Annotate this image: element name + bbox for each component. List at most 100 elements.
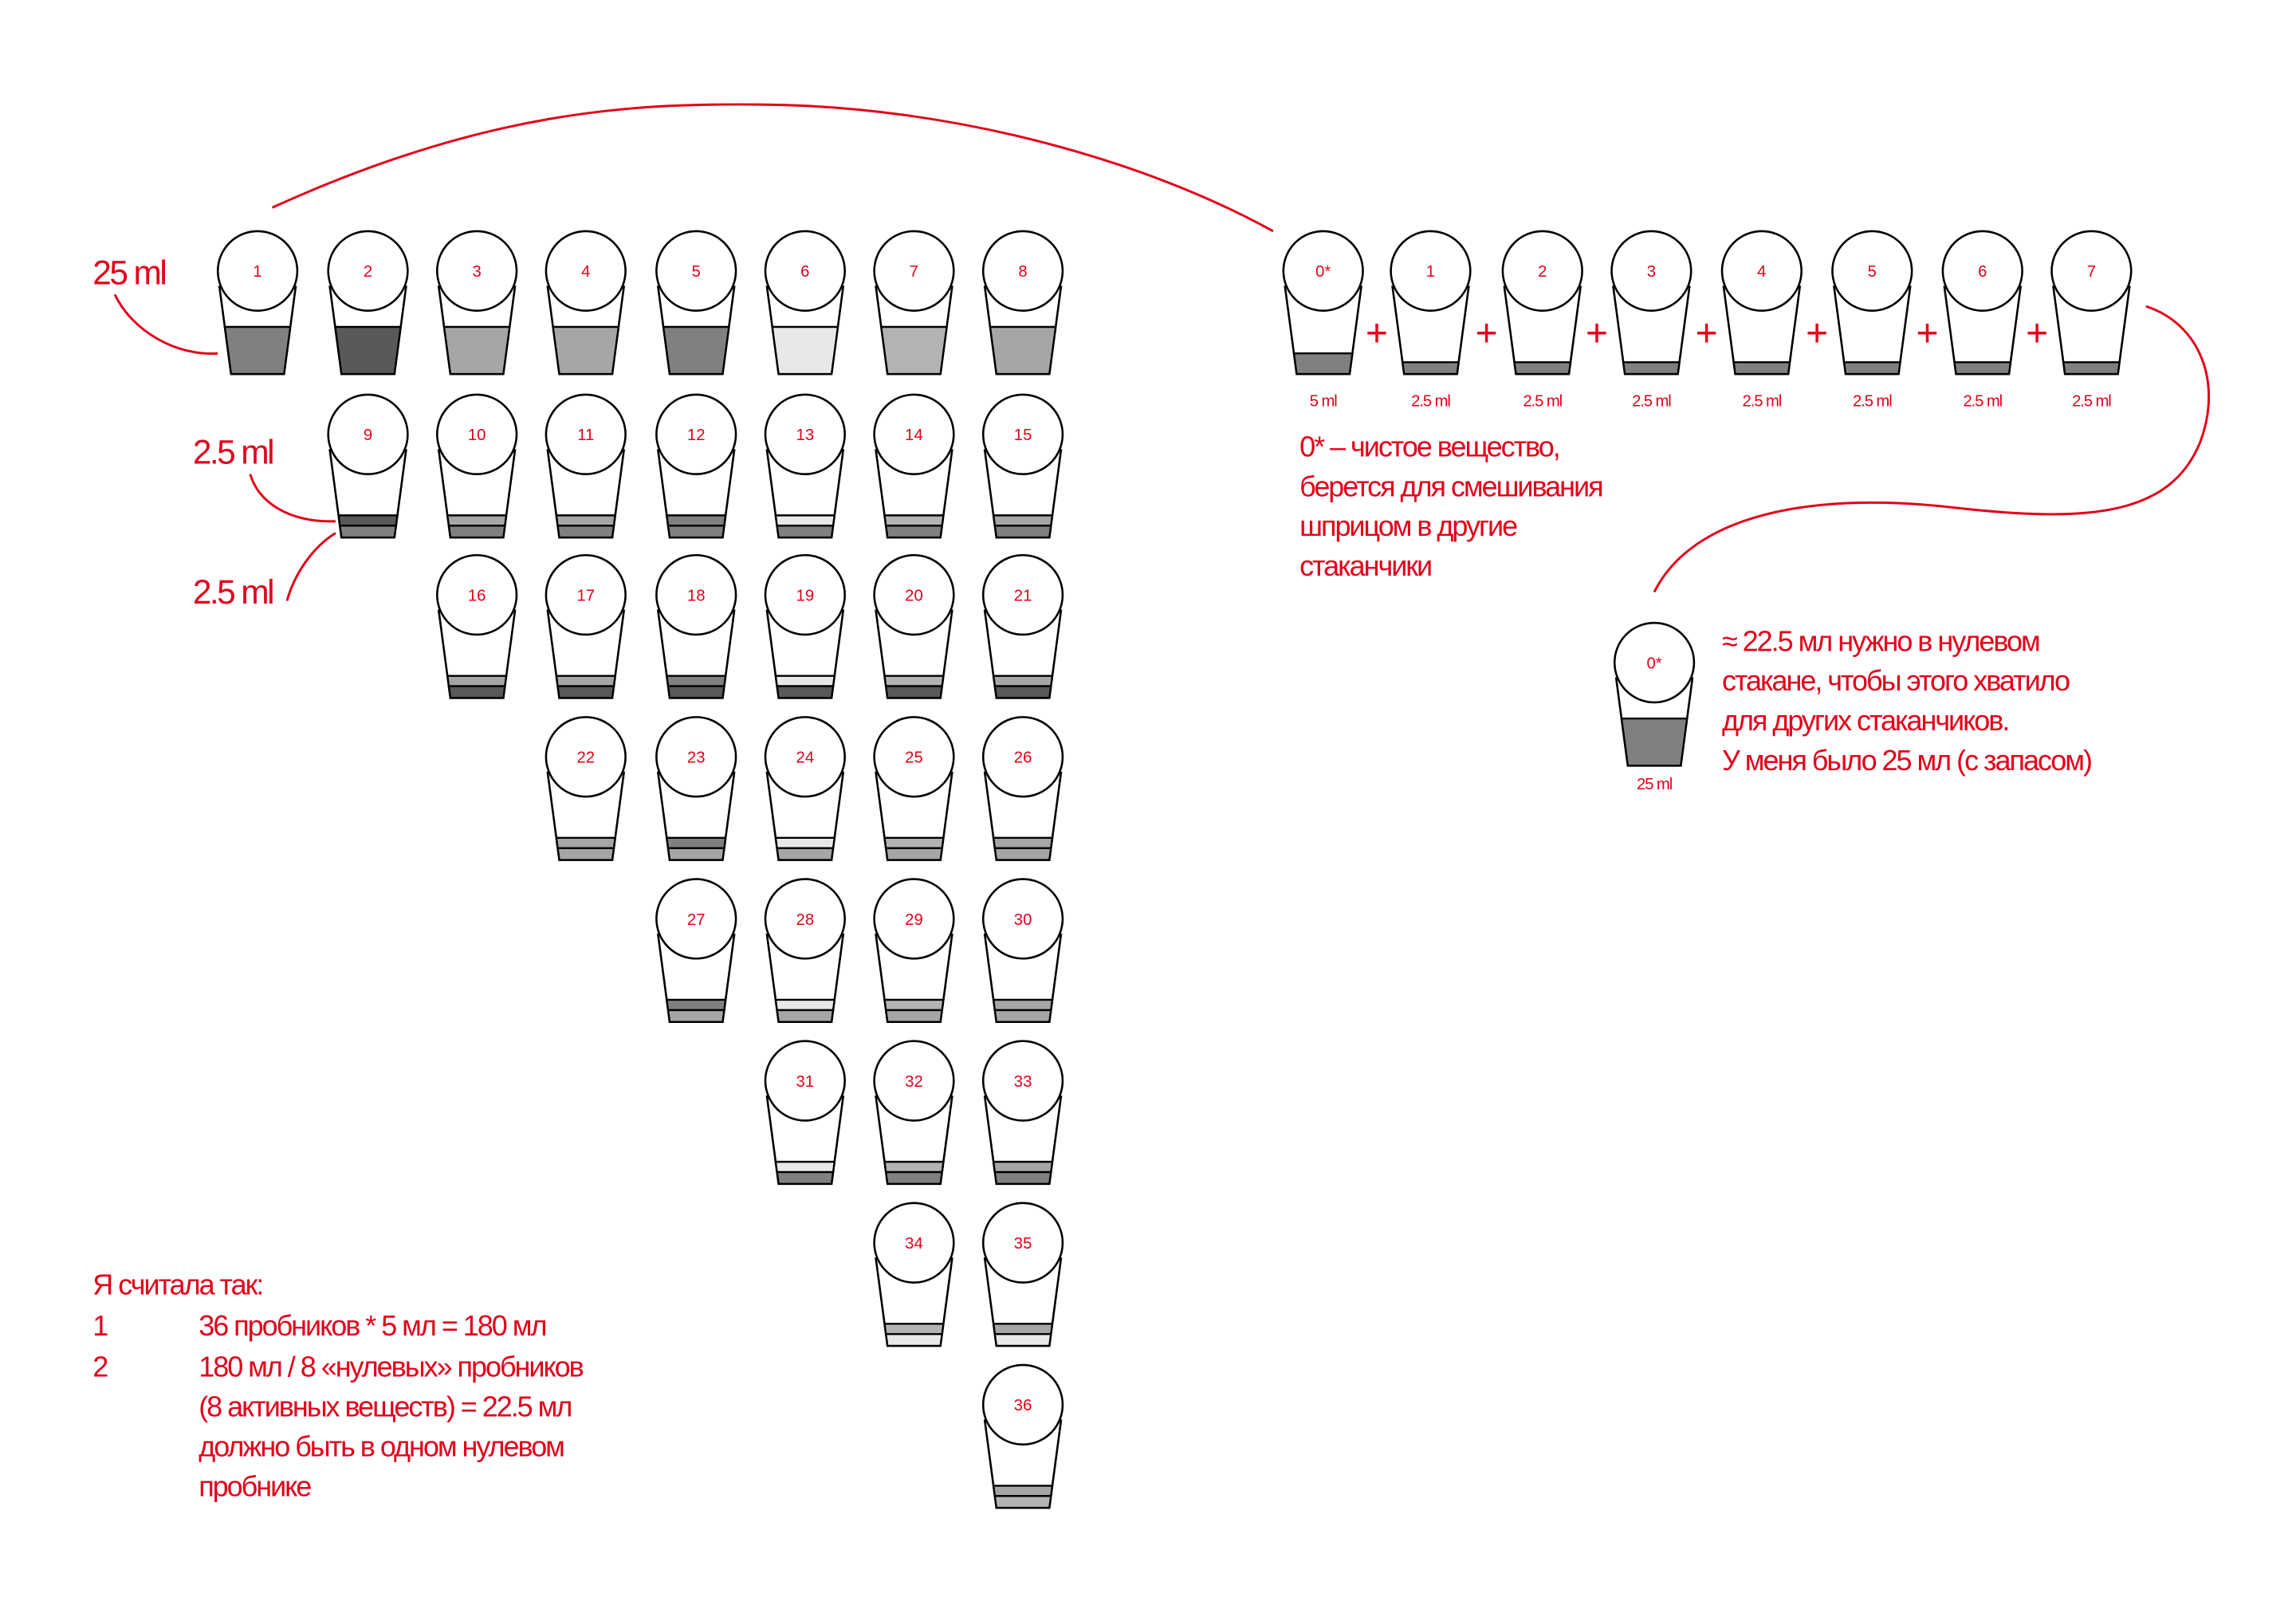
cup-number: 11 (577, 427, 594, 444)
cup-number: 13 (796, 427, 815, 444)
cup-number: 6 (1978, 263, 1987, 281)
cup: 20 (873, 553, 955, 699)
liquid-level (774, 998, 836, 1012)
note-line: шприцом в другие (1299, 509, 1517, 542)
liquid-level (1401, 361, 1461, 376)
cup-lid (1831, 230, 1913, 312)
cup-number: 1 (253, 263, 261, 281)
cup-lid (655, 553, 737, 636)
cup-lid (327, 393, 409, 475)
cup: 0* (1282, 230, 1364, 376)
label-band-bottom: 2.5 ml (193, 573, 273, 611)
cup: 16 (436, 553, 518, 699)
cup-lid (436, 393, 518, 475)
cup-number: 25 (905, 749, 923, 767)
cup: 15 (981, 393, 1064, 539)
cup-lid (873, 553, 955, 636)
cup-number: 35 (1014, 1235, 1032, 1253)
liquid-level (665, 675, 727, 687)
liquid-level (884, 685, 944, 699)
cup-number: 33 (1014, 1073, 1032, 1091)
cup-lid (655, 878, 737, 960)
liquid-level (992, 1323, 1054, 1336)
liquid-level (555, 675, 617, 687)
cup-lid (981, 1202, 1064, 1284)
plus-sign: + (1806, 313, 1828, 355)
cup-lid (655, 716, 737, 798)
cup-number: 26 (1014, 749, 1032, 767)
cup: 27 (655, 878, 737, 1023)
cup: 7 (2050, 230, 2133, 376)
cup: 17 (545, 553, 627, 699)
cup: 30 (981, 878, 1064, 1023)
cup: 26 (981, 716, 1064, 861)
cup-lid (545, 230, 627, 312)
liquid-level (1513, 361, 1572, 376)
liquid-level (556, 847, 615, 861)
label-pointer-band-bottom (285, 532, 336, 601)
liquid-level (774, 514, 836, 527)
liquid-level (776, 1170, 835, 1186)
liquid-level (442, 325, 511, 376)
liquid-level (993, 1170, 1052, 1186)
liquid-level (555, 514, 617, 527)
cup-lid (2050, 230, 2133, 312)
cup-lid (981, 1363, 1064, 1446)
liquid-level (774, 675, 836, 687)
cup: 36 (981, 1363, 1064, 1509)
liquid-level (992, 1485, 1054, 1497)
cup-number: 0* (1315, 263, 1331, 281)
cup-number: 6 (800, 263, 809, 281)
liquid-level (993, 1495, 1052, 1509)
cup: 33 (981, 1040, 1064, 1186)
cup: 19 (764, 553, 846, 699)
liquid-level (776, 1009, 835, 1023)
cup-lid (655, 393, 737, 475)
cup-lid (873, 1040, 955, 1122)
cup-number: 18 (687, 587, 706, 604)
cup-number: 15 (1014, 427, 1032, 444)
calc-step-line: пробнике (199, 1469, 311, 1502)
zero-row: 0*5 ml+12.5 ml+22.5 ml+32.5 ml+42.5 ml+5… (1282, 230, 2133, 411)
cup-lid (545, 393, 627, 475)
liquid-level (1842, 361, 1901, 376)
cup-number: 31 (796, 1073, 815, 1091)
zero-note: 0* – чистое вещество, берется для смешив… (1299, 430, 1603, 582)
label-pointer-25ml (113, 293, 218, 355)
liquid-level (446, 675, 508, 687)
cup: 4 (1720, 230, 1803, 376)
liquid-level (666, 685, 725, 699)
cup-lid (764, 553, 846, 636)
cup-number: 22 (576, 749, 595, 767)
cup: 7 (873, 230, 955, 376)
plus-sign: + (1476, 313, 1498, 355)
cup-volume: 5 ml (1310, 393, 1338, 411)
liquid-level (662, 325, 730, 376)
liquid-level (774, 1160, 836, 1174)
liquid-level (993, 685, 1052, 699)
liquid-level (666, 847, 725, 861)
note-line: 0* – чистое вещество, (1299, 430, 1559, 462)
plus-sign: + (1917, 313, 1939, 355)
cup-number: 2 (1538, 263, 1547, 281)
calc-step-number: 1 (92, 1309, 108, 1342)
cup-lid (764, 1040, 846, 1122)
cup: 29 (873, 878, 955, 1023)
cup-lid (764, 393, 846, 475)
cup-lid (873, 393, 955, 475)
cup: 1 (1390, 230, 1472, 376)
liquid-level (665, 998, 727, 1012)
liquid-level (1620, 718, 1689, 767)
cup: 5 (1831, 230, 1913, 376)
plus-sign: + (1586, 313, 1608, 355)
cup-number: 16 (468, 587, 486, 604)
cup: 2 (1501, 230, 1583, 376)
label-band-top: 2.5 ml (193, 434, 273, 471)
liquid-level (993, 525, 1052, 539)
cup-number: 34 (905, 1235, 923, 1253)
liquid-level (884, 1009, 944, 1023)
cup: 21 (981, 553, 1064, 699)
liquid-level (666, 525, 725, 539)
cup: 14 (873, 393, 955, 539)
